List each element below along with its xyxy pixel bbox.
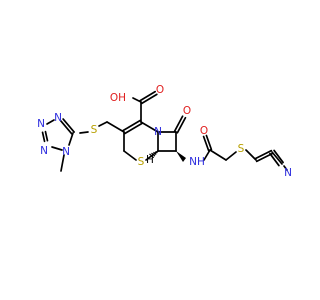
- atom-label: O: [156, 84, 164, 96]
- bond: [62, 118, 75, 133]
- bond: [202, 135, 210, 152]
- bond: [140, 93, 158, 105]
- atom-label: O: [183, 105, 191, 117]
- bond: [209, 149, 227, 161]
- atom-label: S: [238, 143, 245, 155]
- bond: [60, 154, 65, 172]
- bond: [151, 152, 156, 157]
- bond: [176, 116, 187, 134]
- atom-label: N: [154, 126, 162, 138]
- bond: [44, 130, 49, 142]
- atom-label-group: N: [37, 118, 45, 130]
- bond: [271, 151, 283, 165]
- bond: [60, 120, 73, 135]
- atom-label: N: [40, 145, 48, 157]
- atom-label-group: N: [284, 167, 292, 179]
- bond: [122, 119, 141, 132]
- bond: [124, 122, 143, 135]
- atom-label-group: NH: [189, 156, 205, 168]
- bond: [46, 119, 55, 125]
- atom-label: N: [284, 167, 292, 179]
- atom-label: H: [146, 154, 154, 166]
- atom-label-group: H: [146, 154, 154, 166]
- bond: [155, 150, 158, 154]
- bond: [106, 121, 125, 133]
- bond: [79, 131, 89, 134]
- bond: [139, 90, 157, 102]
- atom-label: OH: [110, 92, 126, 104]
- atom-label-group: OH: [110, 92, 126, 104]
- bond: [149, 153, 155, 159]
- bond: [273, 149, 284, 164]
- atom-label-group: O: [183, 105, 191, 117]
- bond: [123, 150, 137, 161]
- atom-label-group: S: [238, 143, 245, 155]
- atom-label-group: O: [200, 125, 208, 137]
- atom-label: N: [62, 146, 70, 158]
- bond: [269, 152, 280, 167]
- bond: [153, 151, 157, 156]
- bond: [205, 134, 213, 151]
- bond: [254, 149, 273, 160]
- atom-label-group: N: [62, 146, 70, 158]
- atom-label: NH: [189, 156, 205, 168]
- atom-label-group: S: [138, 156, 145, 168]
- atom-label: O: [200, 125, 208, 137]
- bond: [51, 146, 63, 151]
- bond: [41, 131, 46, 143]
- atom-label-group: N: [154, 126, 162, 138]
- bond: [68, 132, 74, 146]
- atom-label-group: S: [91, 124, 98, 136]
- bond: [203, 149, 211, 161]
- bond: [245, 149, 257, 161]
- bond: [283, 165, 288, 171]
- atom-label-group: N: [54, 112, 62, 124]
- bond: [98, 121, 108, 127]
- atom-label-group: O: [156, 84, 164, 96]
- atom-label: N: [54, 112, 62, 124]
- bond: [140, 121, 159, 133]
- bond: [132, 97, 142, 103]
- atom-label: S: [138, 156, 145, 168]
- atom-label: N: [37, 118, 45, 130]
- atom-label: S: [91, 124, 98, 136]
- bond-layer-main: [41, 90, 288, 172]
- bond: [225, 151, 237, 161]
- atom-label-group: N: [40, 145, 48, 157]
- bond: [173, 115, 184, 133]
- bond-wedge: [176, 151, 186, 162]
